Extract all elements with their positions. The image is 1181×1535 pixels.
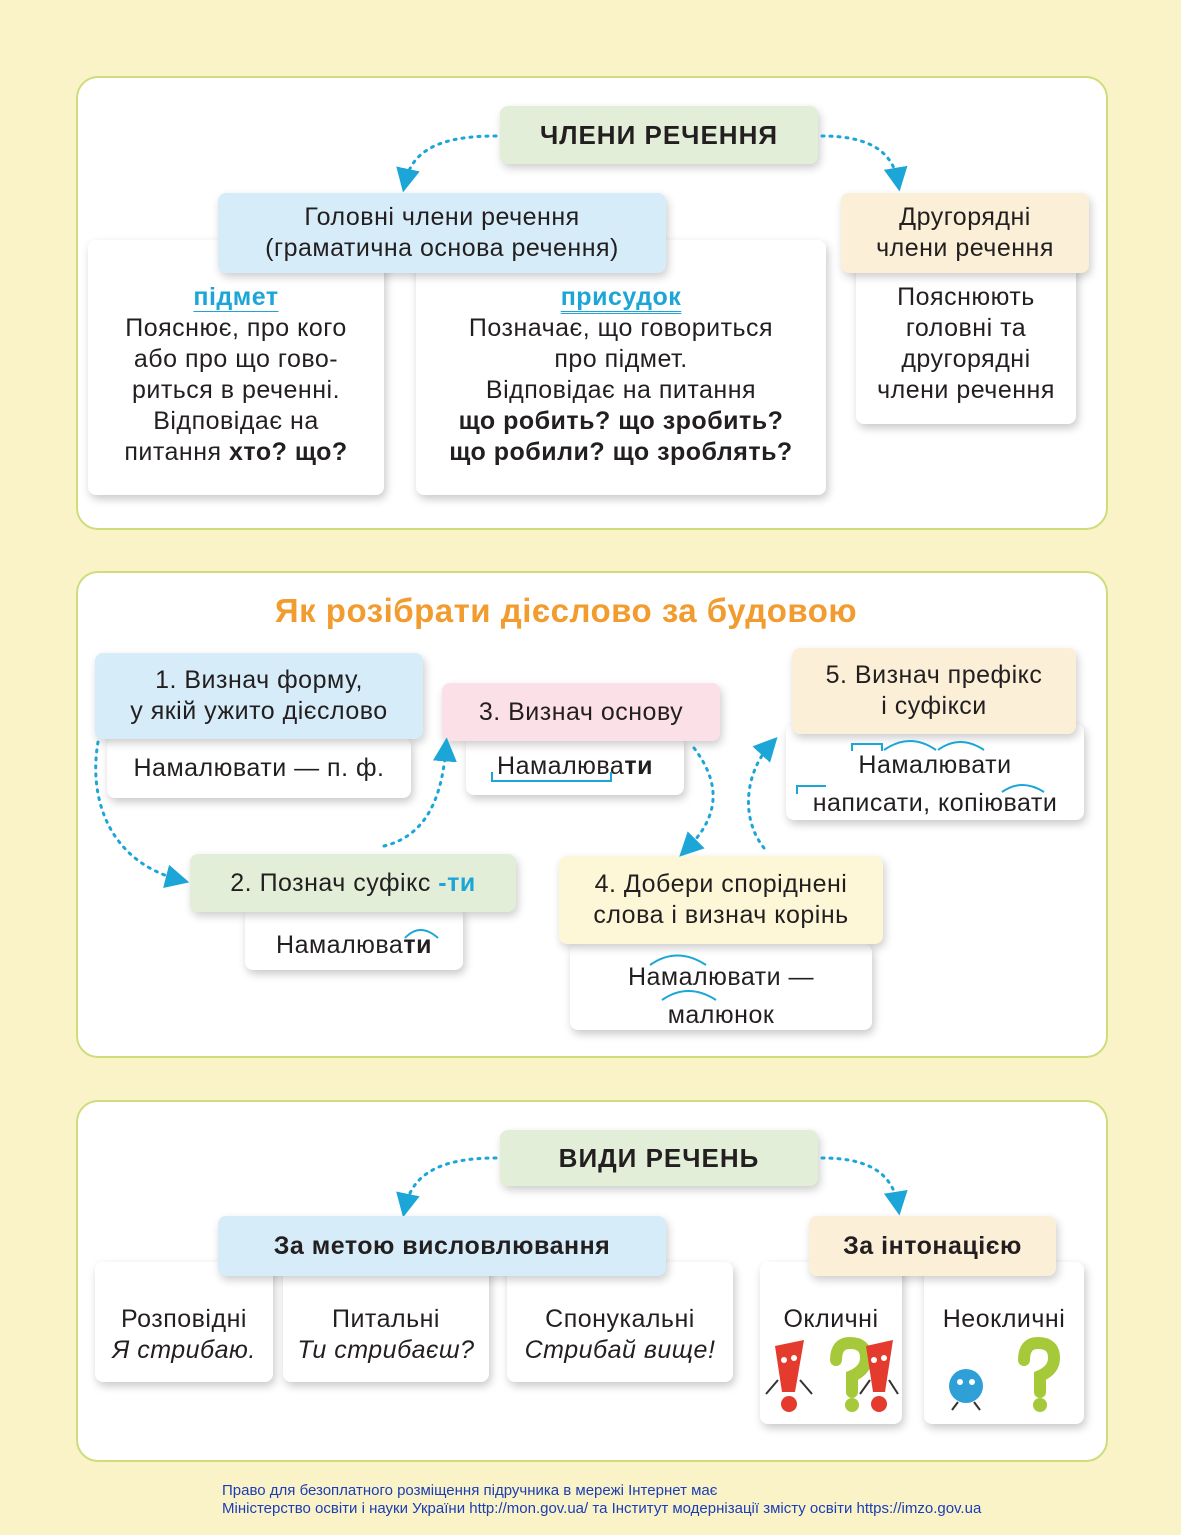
by-intonation-header: За інтонацією <box>809 1216 1056 1276</box>
step5-example-card: Намалювати написати, копіювати <box>786 724 1084 820</box>
step5-header: 5. Визнач префікс і суфікси <box>792 648 1076 734</box>
step2-suffix: ти <box>403 931 432 959</box>
step3-header: 3. Визнач основу <box>442 683 720 741</box>
step3-example-card: Намалювати <box>466 737 684 795</box>
narrative-card: Розповідні Я стрибаю. <box>95 1262 273 1382</box>
predicate-card: присудок Позначає, що говориться про під… <box>416 240 826 495</box>
sentence-members-title: ЧЛЕНИ РЕЧЕННЯ <box>500 106 818 164</box>
secondary-members-card: Пояснюють головні та другорядні члени ре… <box>856 262 1076 424</box>
verb-parsing-title: Як розібрати дієслово за будовою <box>274 592 858 629</box>
non-exclamatory-card: Неокличні <box>924 1262 1084 1424</box>
interrogative-card: Питальні Ти стрибаєш? <box>283 1262 489 1382</box>
step2-example-card: Намалювати <box>245 908 463 970</box>
secondary-members-header: Другорядні члени речення <box>841 193 1089 273</box>
predicate-label: присудок <box>560 283 682 311</box>
by-purpose-header: За метою висловлювання <box>218 1216 666 1276</box>
main-members-header: Головні члени речення (граматична основа… <box>218 193 666 273</box>
copyright-footer: Право для безоплатного розміщення підруч… <box>222 1482 982 1517</box>
sentence-types-title: ВИДИ РЕЧЕНЬ <box>500 1130 818 1186</box>
step1-example-card: Намалювати — п. ф. <box>107 738 411 798</box>
subject-label: підмет <box>193 283 279 311</box>
step2-header: 2. Познач суфікс -ти <box>190 854 516 912</box>
step4-example-card: Намалювати — малюнок <box>570 944 872 1030</box>
step4-header: 4. Добери споріднені слова і визнач корі… <box>559 856 883 944</box>
subject-card: підмет Пояснює, про кого або про що гово… <box>88 240 384 495</box>
exclamatory-card: Окличні <box>760 1262 902 1424</box>
imperative-card: Спонукальні Стрибай вище! <box>507 1262 733 1382</box>
step1-header: 1. Визнач форму, у якій ужито дієслово <box>95 653 423 739</box>
